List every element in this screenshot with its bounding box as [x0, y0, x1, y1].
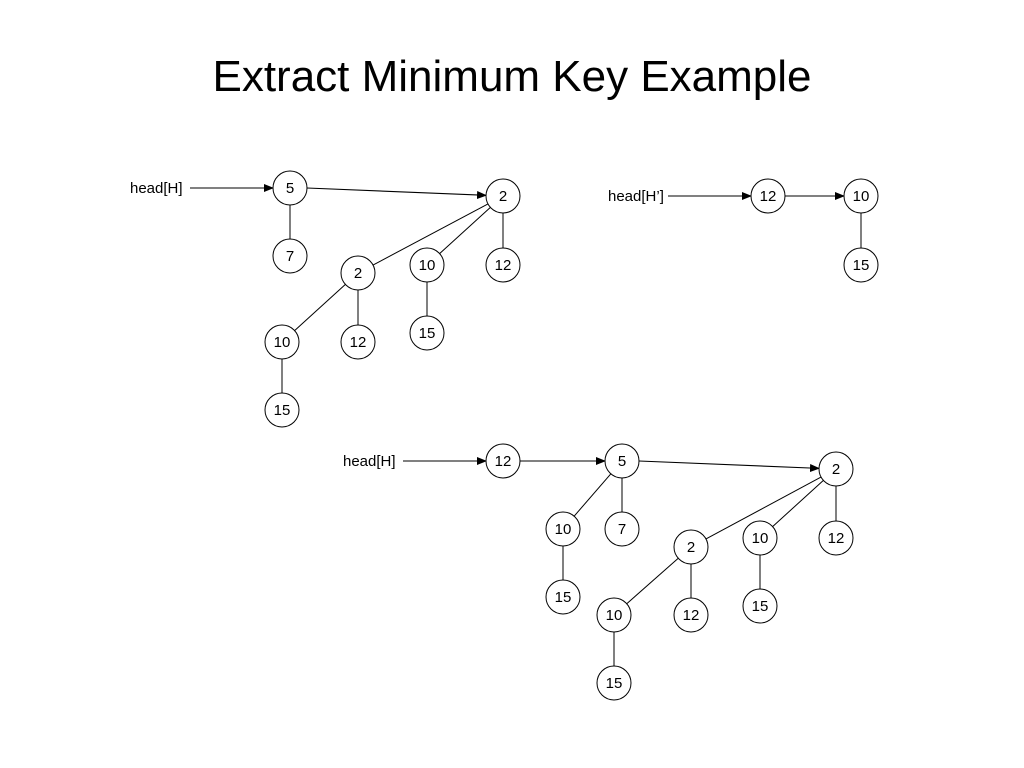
- heap-node: 10: [264, 324, 300, 360]
- heap-node: 7: [604, 511, 640, 547]
- node-key: 10: [419, 257, 436, 274]
- root-list-arrow: [306, 187, 488, 199]
- node-circle: [264, 324, 300, 360]
- node-circle: [742, 588, 778, 624]
- heap-node: 2: [818, 451, 854, 487]
- heap-node: 10: [409, 247, 445, 283]
- node-key: 2: [687, 539, 695, 556]
- heap-node: 10: [545, 511, 581, 547]
- heap-node: 15: [843, 247, 879, 283]
- node-circle: [340, 255, 376, 291]
- node-key: 5: [618, 453, 626, 470]
- tree-edge: [626, 557, 679, 605]
- node-circle: [485, 178, 521, 214]
- heap-node: 12: [340, 324, 376, 360]
- node-key: 5: [286, 180, 294, 197]
- tree-edge: [439, 207, 491, 254]
- node-key: 10: [274, 334, 291, 351]
- heap-node: 7: [272, 238, 308, 274]
- node-circle: [545, 579, 581, 615]
- node-key: 12: [495, 453, 512, 470]
- heap-node: 10: [742, 520, 778, 556]
- heap-node: 12: [750, 178, 786, 214]
- heap-node: 10: [596, 597, 632, 633]
- node-circle: [604, 511, 640, 547]
- node-key: 12: [495, 257, 512, 274]
- heap-node: 15: [409, 315, 445, 351]
- tree-edge: [573, 473, 612, 517]
- node-key: 2: [832, 461, 840, 478]
- heap-node: 12: [485, 247, 521, 283]
- slide-title: Extract Minimum Key Example: [212, 52, 812, 101]
- heap-node: 2: [673, 529, 709, 565]
- heap-node: 5: [604, 443, 640, 479]
- node-key: 10: [606, 607, 623, 624]
- node-circle: [742, 520, 778, 556]
- node-key: 7: [286, 248, 294, 265]
- node-circle: [604, 443, 640, 479]
- head-pointer-label: head[H]: [130, 180, 183, 197]
- node-key: 12: [350, 334, 367, 351]
- heap-node: 12: [818, 520, 854, 556]
- node-circle: [485, 443, 521, 479]
- tree-edge: [705, 476, 822, 540]
- heap-node: 2: [340, 255, 376, 291]
- heap-node: 5: [272, 170, 308, 206]
- root-list-arrow: [638, 460, 821, 472]
- node-circle: [340, 324, 376, 360]
- tree-edge: [294, 284, 346, 331]
- node-key: 7: [618, 521, 626, 538]
- node-key: 15: [752, 598, 769, 615]
- node-circle: [264, 392, 300, 428]
- tree-edge: [772, 480, 824, 527]
- node-circle: [843, 178, 879, 214]
- node-circle: [272, 170, 308, 206]
- node-key: 12: [760, 188, 777, 205]
- node-circle: [750, 178, 786, 214]
- head-pointer-label: head[H]: [343, 453, 396, 470]
- node-circle: [272, 238, 308, 274]
- node-circle: [673, 529, 709, 565]
- node-circle: [818, 520, 854, 556]
- node-key: 15: [606, 675, 623, 692]
- heap-node: 10: [843, 178, 879, 214]
- node-key: 12: [683, 607, 700, 624]
- node-key: 15: [853, 257, 870, 274]
- heap-node: 15: [264, 392, 300, 428]
- node-circle: [409, 247, 445, 283]
- node-circle: [843, 247, 879, 283]
- node-circle: [545, 511, 581, 547]
- node-key: 10: [752, 530, 769, 547]
- node-circle: [409, 315, 445, 351]
- node-key: 10: [555, 521, 572, 538]
- node-key: 15: [419, 325, 436, 342]
- node-circle: [485, 247, 521, 283]
- heap-node: 2: [485, 178, 521, 214]
- heap-node: 12: [485, 443, 521, 479]
- node-circle: [596, 597, 632, 633]
- node-key: 15: [274, 402, 291, 419]
- node-key: 15: [555, 589, 572, 606]
- node-circle: [673, 597, 709, 633]
- head-pointer-label: head[H’]: [608, 188, 664, 205]
- node-circle: [818, 451, 854, 487]
- heap-node: 12: [673, 597, 709, 633]
- heap-node: 15: [596, 665, 632, 701]
- heap-node: 15: [742, 588, 778, 624]
- node-key: 2: [499, 188, 507, 205]
- node-key: 2: [354, 265, 362, 282]
- heap-node: 15: [545, 579, 581, 615]
- node-circle: [596, 665, 632, 701]
- tree-edge: [372, 203, 489, 266]
- node-key: 10: [853, 188, 870, 205]
- node-key: 12: [828, 530, 845, 547]
